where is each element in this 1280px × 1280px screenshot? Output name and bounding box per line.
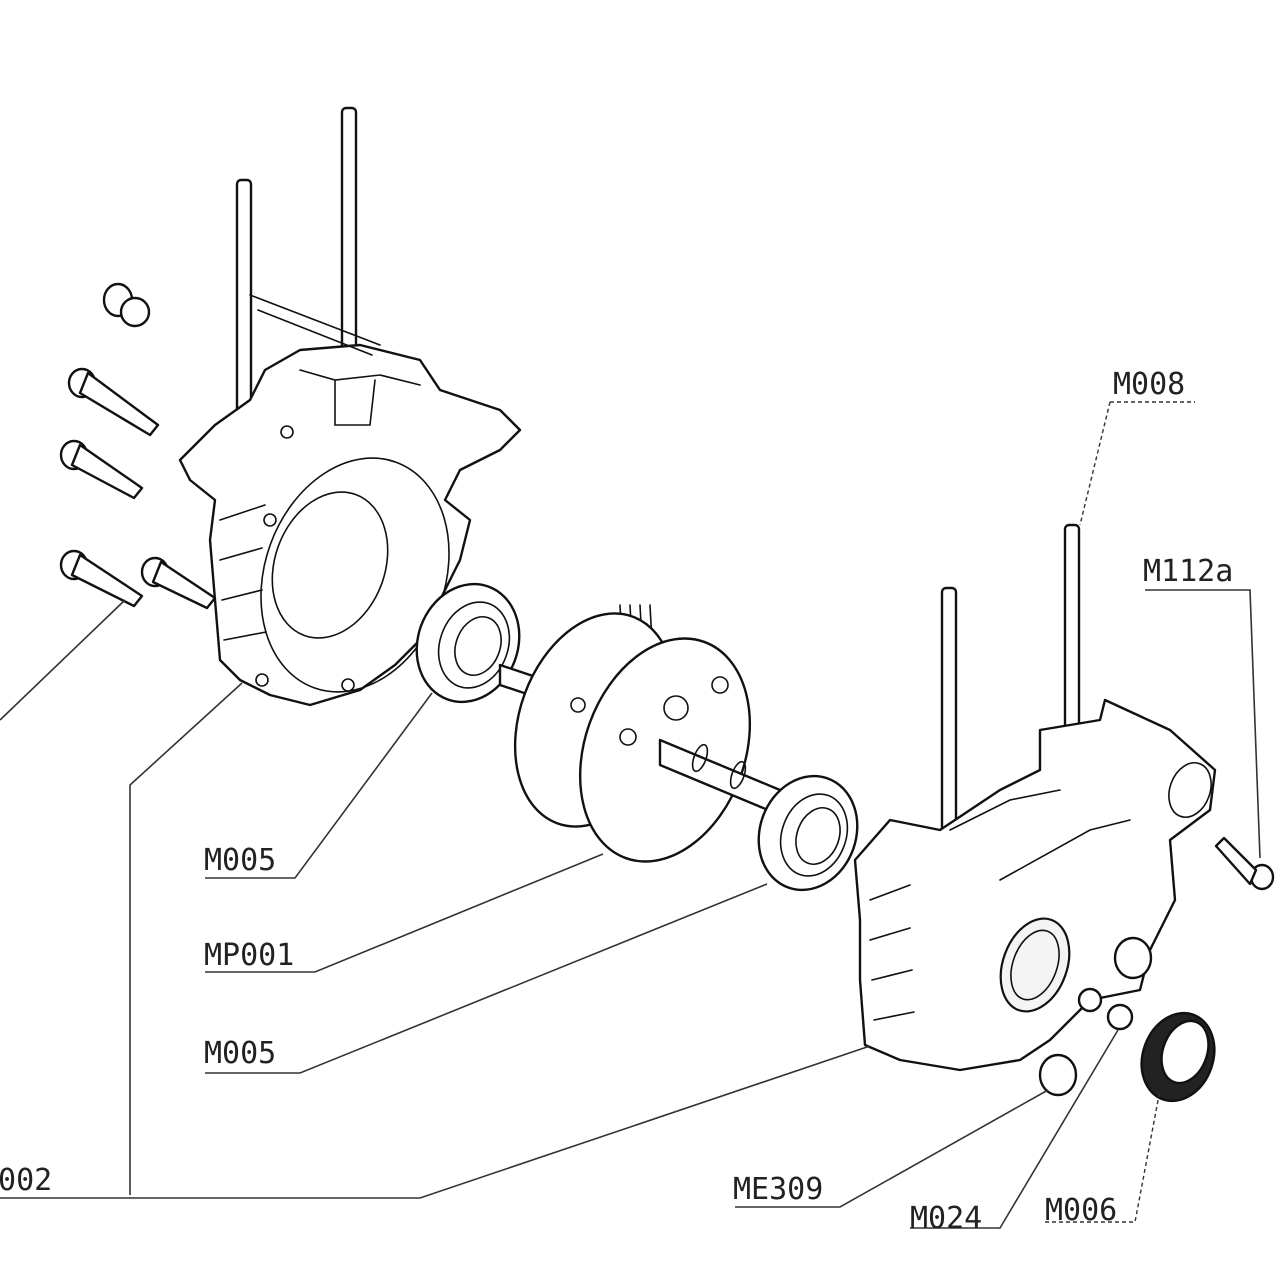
bolt-3 [59, 549, 144, 608]
label-m002: M002 [0, 1163, 52, 1198]
bolt-4 [140, 556, 217, 610]
bolt-1 [67, 367, 160, 437]
label-m112a: M112a [1143, 554, 1233, 589]
label-mp001: MP001 [204, 938, 294, 973]
label-me309: ME309 [733, 1172, 823, 1207]
oil-seal-m006 [1140, 1011, 1216, 1103]
left-crankcase-half [178, 106, 522, 707]
plug-me309 [1038, 1053, 1078, 1097]
crankshaft [498, 604, 782, 863]
label-m008: M008 [1113, 367, 1185, 402]
nut-m024 [1077, 987, 1134, 1031]
right-bearing [757, 774, 859, 892]
plug-upper [1113, 936, 1153, 980]
label-m005-top: M005 [204, 843, 276, 878]
bolt-2 [59, 439, 144, 500]
bolt-m112a [1214, 836, 1275, 891]
label-m005-bottom: M005 [204, 1036, 276, 1071]
right-crankcase-half [853, 523, 1217, 1072]
label-m006: M006 [1045, 1193, 1117, 1228]
leader-lines [0, 401, 1261, 1229]
left-bearing [415, 582, 521, 704]
label-m024: M024 [910, 1201, 982, 1236]
nut-washer [102, 282, 151, 328]
left-bolts [59, 282, 217, 610]
